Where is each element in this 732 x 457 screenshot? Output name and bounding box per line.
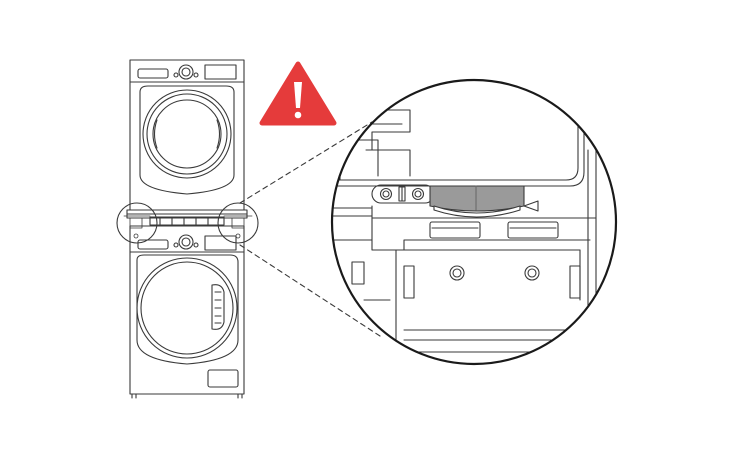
left-mount-hole bbox=[449, 265, 465, 281]
washer-door-handle bbox=[211, 284, 225, 330]
callout-leader-lines bbox=[239, 121, 381, 337]
slot-tabs bbox=[429, 221, 559, 239]
washer-dial-knob bbox=[178, 234, 194, 250]
dryer-display bbox=[204, 64, 237, 80]
washer-door bbox=[136, 257, 238, 359]
right-mount-hole bbox=[524, 265, 540, 281]
washer-door-panel bbox=[136, 254, 239, 365]
left-detail-callout bbox=[116, 202, 158, 244]
washer-filter-cover bbox=[207, 369, 239, 388]
leveling-foot-highlight bbox=[429, 185, 525, 218]
dryer-detergent-slot bbox=[137, 68, 169, 79]
washer-unit bbox=[129, 225, 245, 399]
upper-leader-line bbox=[239, 121, 373, 204]
dryer-door bbox=[142, 89, 232, 179]
dryer-bottom-edge bbox=[332, 99, 585, 187]
right-detail-callout bbox=[217, 202, 259, 244]
stacking-kit-band bbox=[126, 209, 248, 226]
triangle-pointer-icon bbox=[523, 200, 539, 212]
left-detail-contents bbox=[123, 215, 151, 239]
washer-detergent-drawer bbox=[137, 239, 169, 250]
dryer-dial-knob bbox=[178, 64, 194, 80]
warning-triangle-icon bbox=[259, 61, 337, 126]
dryer-unit bbox=[129, 59, 245, 211]
magnifier-circle bbox=[330, 78, 618, 366]
lower-leader-line bbox=[239, 244, 381, 337]
dryer-door-panel bbox=[139, 85, 235, 195]
right-detail-contents bbox=[223, 215, 253, 239]
screw-plate bbox=[371, 184, 435, 204]
stacked-appliance bbox=[116, 59, 259, 399]
